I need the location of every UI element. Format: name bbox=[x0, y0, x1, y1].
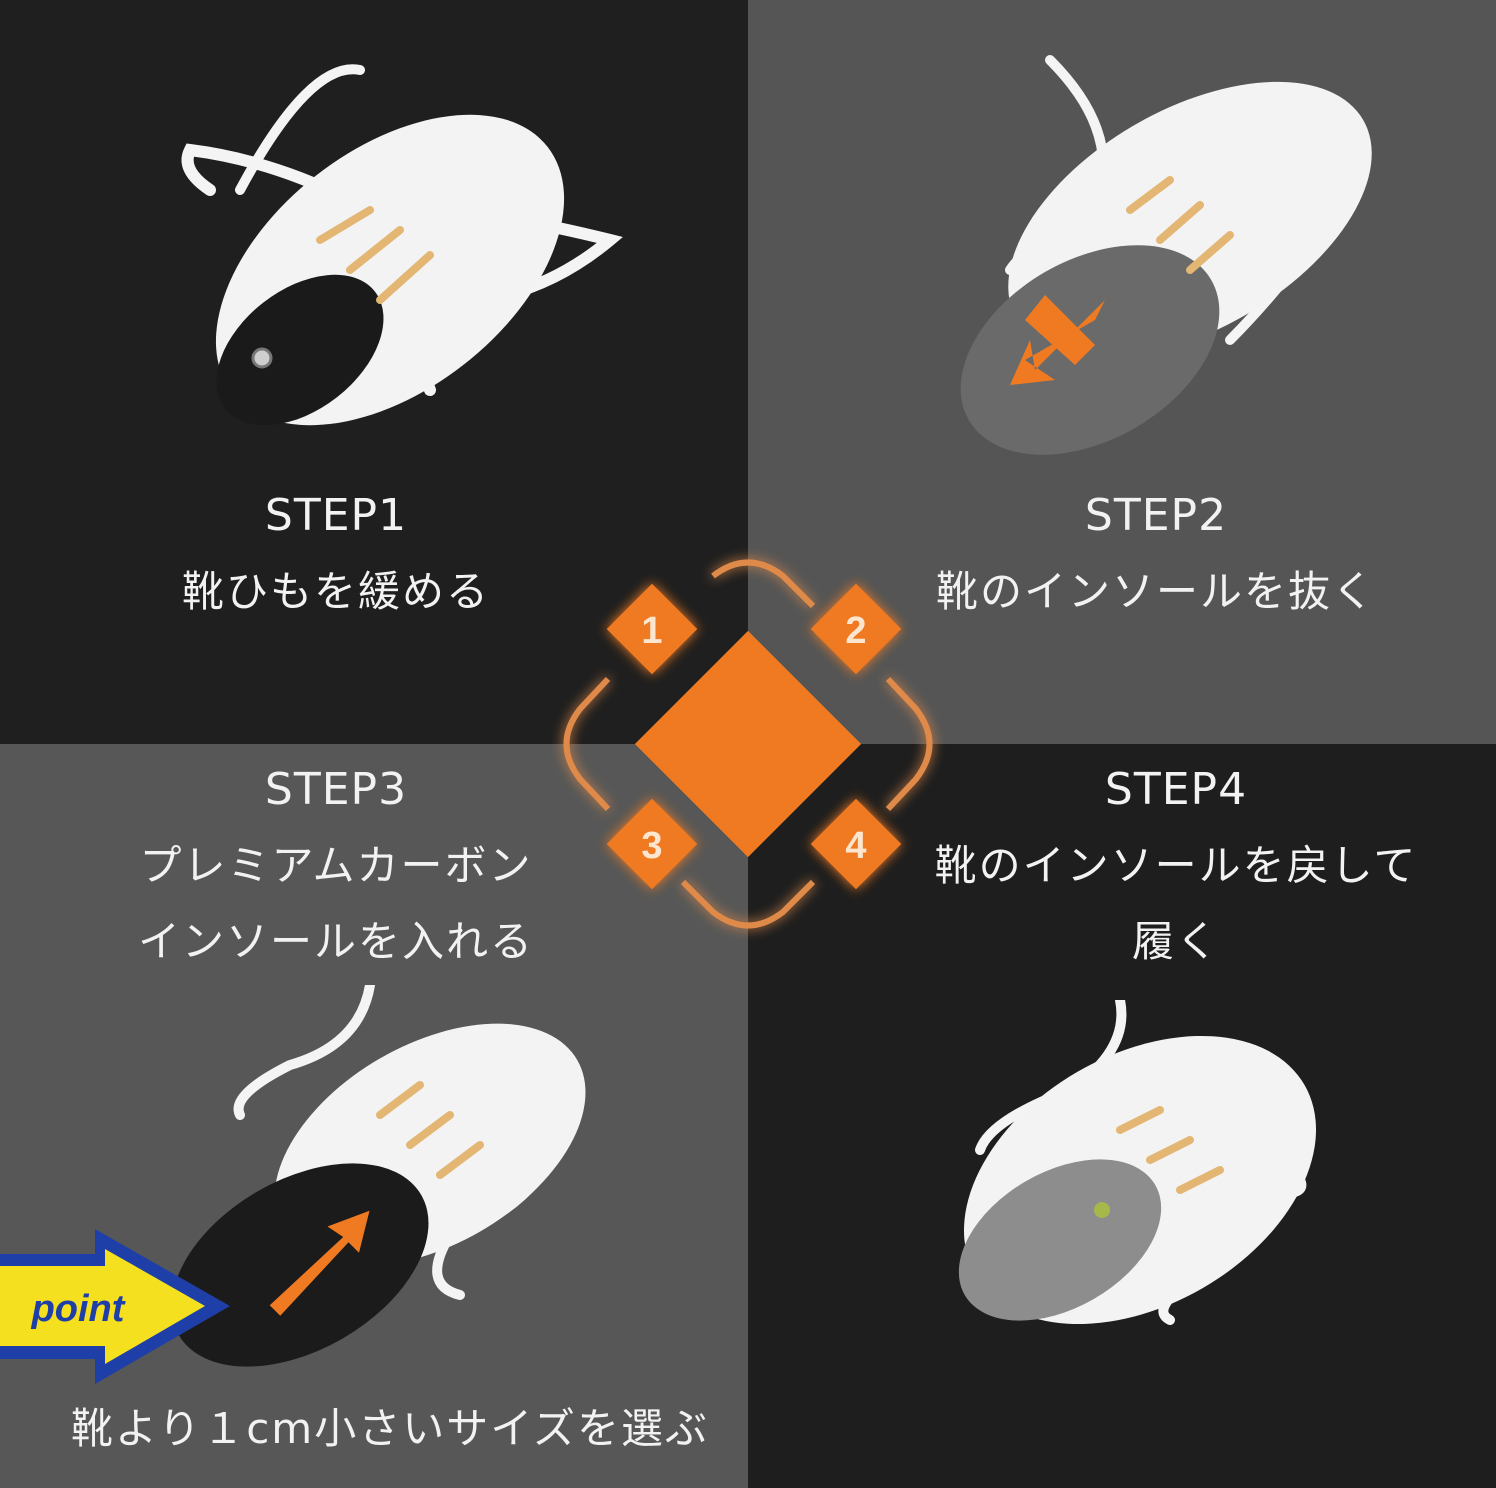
number-badge-1: 1 bbox=[606, 583, 698, 675]
number-badge-3: 3 bbox=[606, 798, 698, 890]
step4-line1: 靴のインソールを戻して bbox=[934, 841, 1418, 890]
step4-line2: 履く bbox=[1131, 917, 1220, 966]
step3-label: STEP3 bbox=[264, 764, 408, 815]
step2-line1: 靴のインソールを抜く bbox=[935, 567, 1376, 616]
cycle-ring bbox=[563, 559, 933, 929]
step4-text: STEP4 靴のインソールを戻して 履く bbox=[846, 752, 1496, 980]
step-cycle-diagram: 1 2 3 4 bbox=[563, 559, 933, 929]
step1-label: STEP1 bbox=[264, 490, 408, 541]
svg-text:1: 1 bbox=[641, 610, 662, 652]
number-badge-2: 2 bbox=[810, 583, 902, 675]
step4-label: STEP4 bbox=[1104, 764, 1248, 815]
shoe-step3-image bbox=[171, 985, 586, 1367]
shoe-step1-image bbox=[181, 64, 623, 426]
step3-line2: インソールを入れる bbox=[137, 917, 534, 966]
point-badge-label: point bbox=[31, 1288, 126, 1330]
step3-line1: プレミアムカーボン bbox=[139, 841, 533, 890]
svg-text:4: 4 bbox=[845, 825, 866, 867]
shoe-step2-image bbox=[960, 55, 1372, 455]
step2-text: STEP2 靴のインソールを抜く bbox=[826, 478, 1486, 630]
step3-text: STEP3 プレミアムカーボン インソールを入れる bbox=[6, 752, 666, 980]
point-note: 靴より１cm小さいサイズを選ぶ bbox=[71, 1404, 709, 1453]
shoe-step4-image bbox=[958, 1000, 1317, 1325]
center-diamond bbox=[634, 630, 862, 858]
step1-line1: 靴ひもを緩める bbox=[181, 567, 490, 616]
svg-text:2: 2 bbox=[845, 610, 866, 652]
step1-text: STEP1 靴ひもを緩める bbox=[6, 478, 666, 630]
number-badge-4: 4 bbox=[810, 798, 902, 890]
point-arrow-icon: point bbox=[0, 1229, 230, 1384]
svg-text:3: 3 bbox=[641, 825, 662, 867]
step2-label: STEP2 bbox=[1084, 490, 1228, 541]
